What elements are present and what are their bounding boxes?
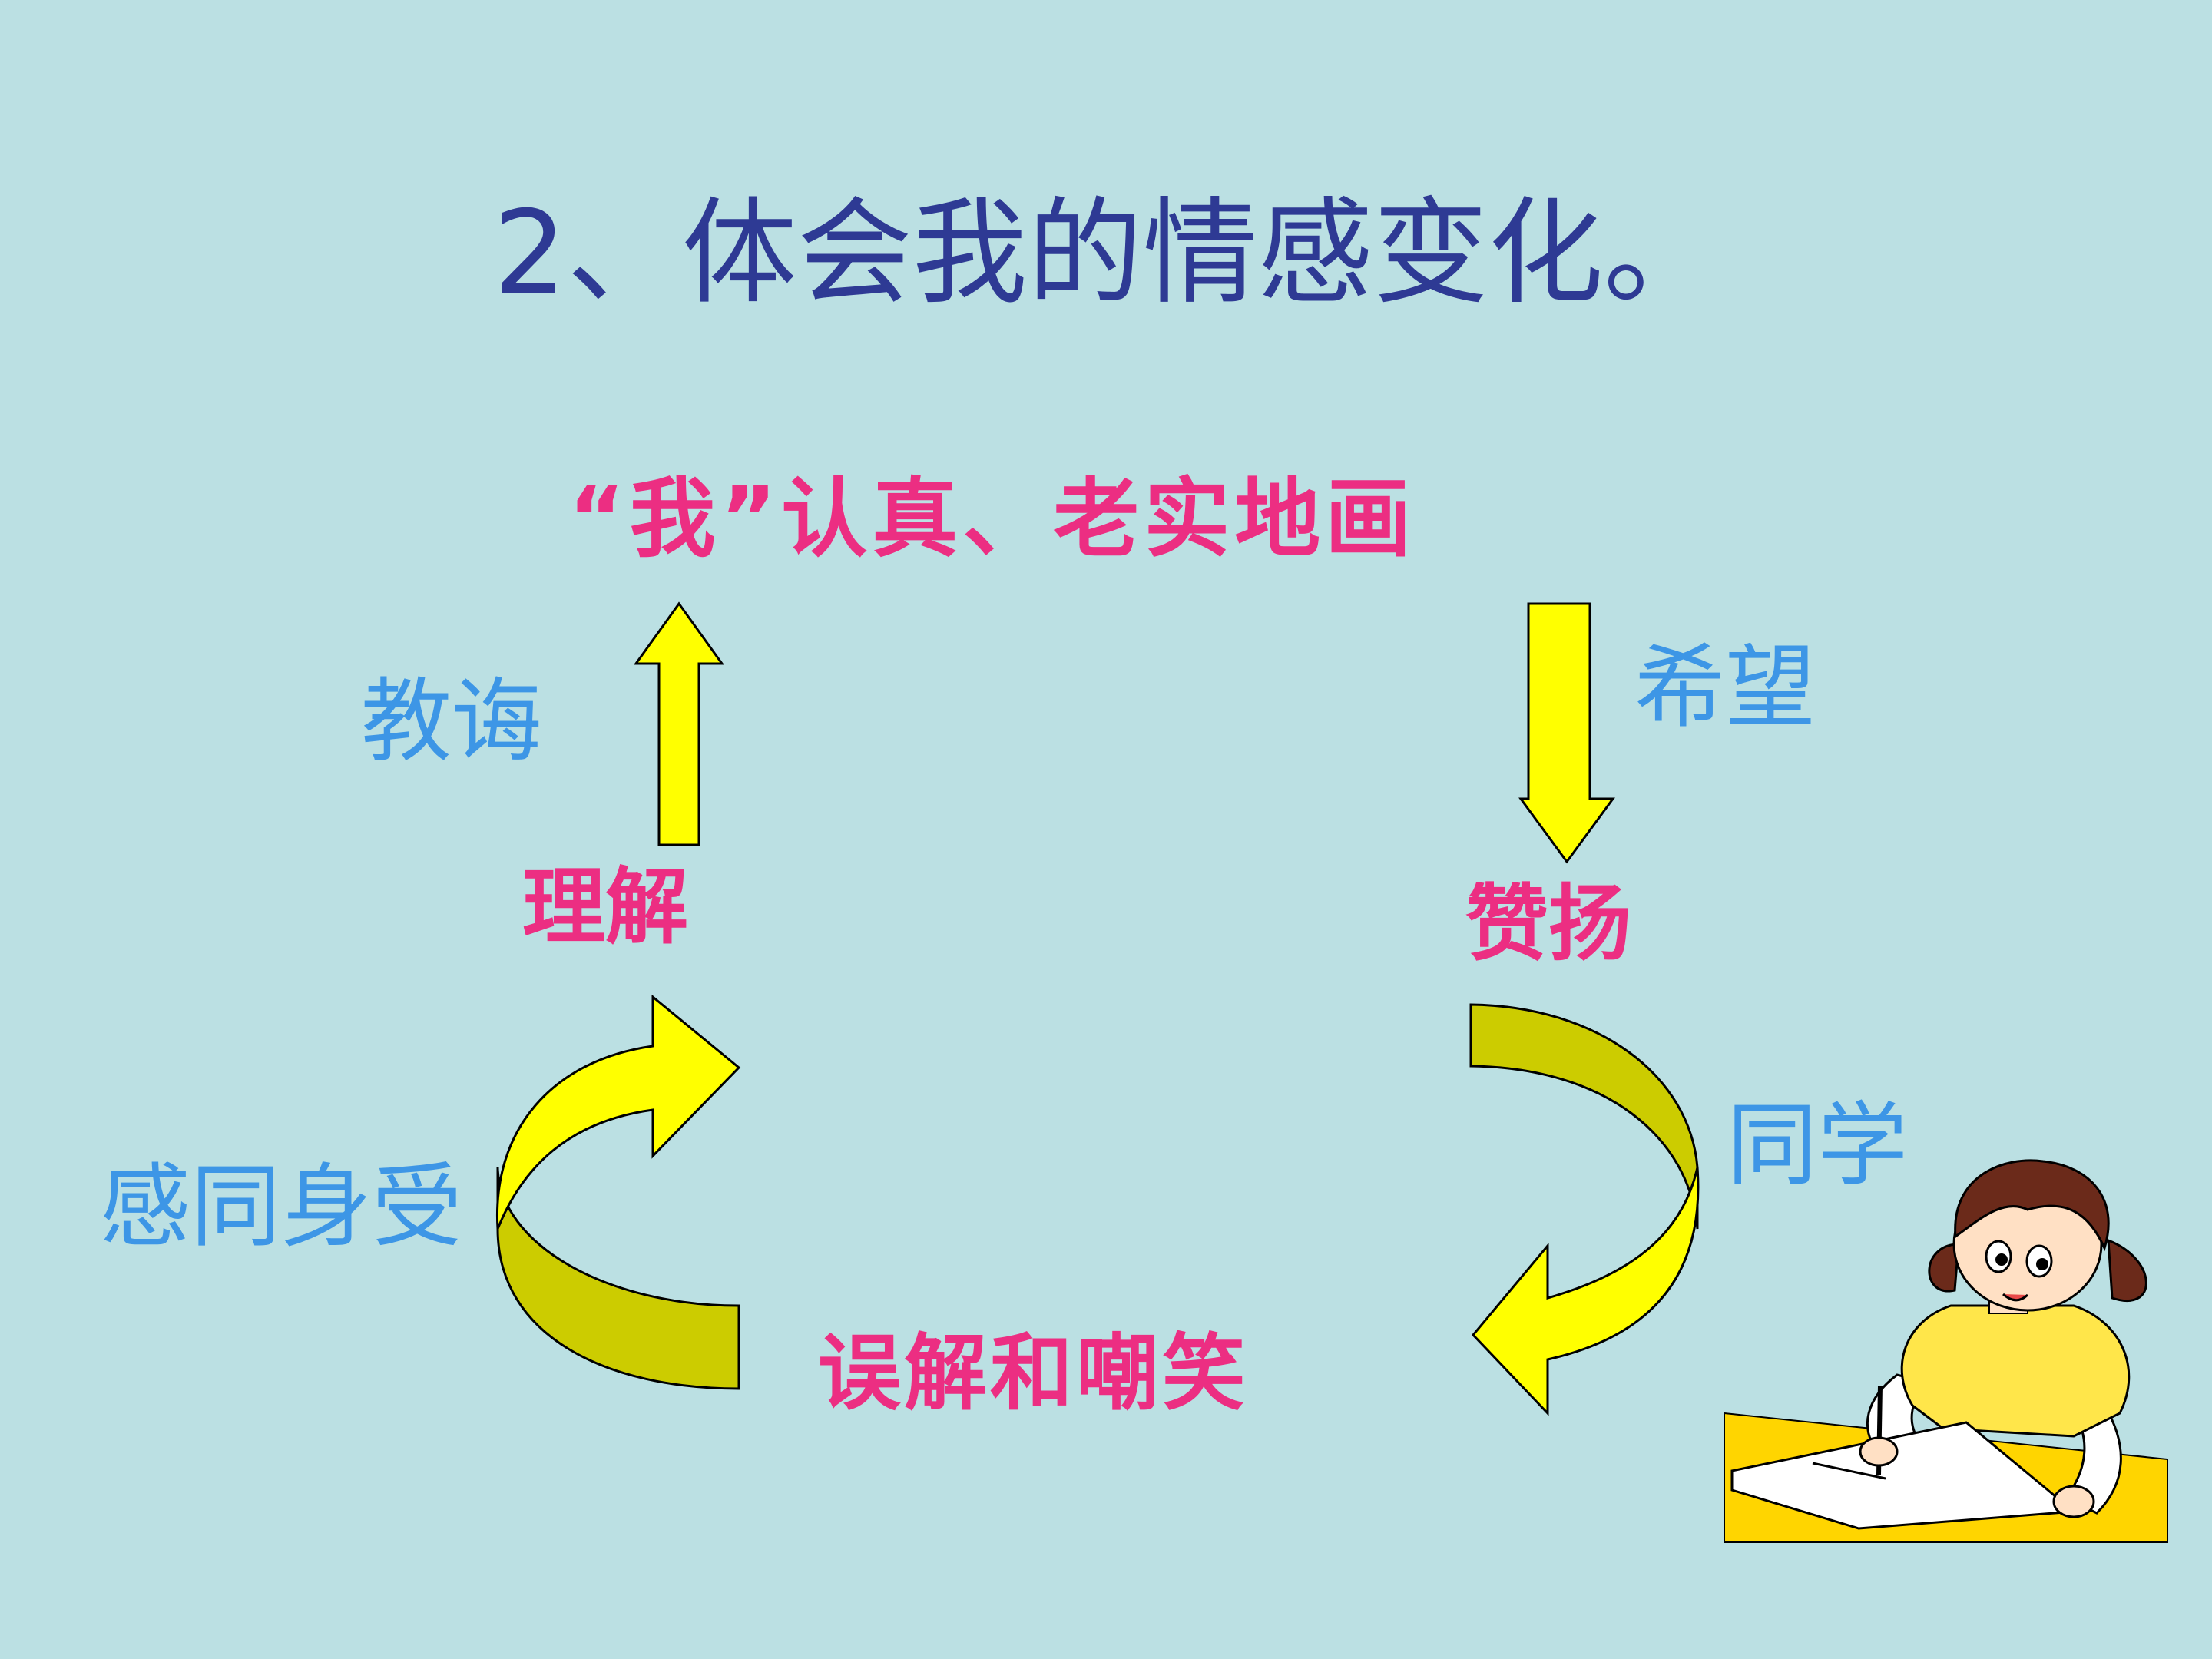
node-left: 理解 xyxy=(522,859,689,955)
label-teaching: 教诲 xyxy=(361,668,543,774)
node-bottom: 误解和嘲笑 xyxy=(818,1326,1249,1422)
arrow-curved-left-back xyxy=(496,1167,740,1390)
arrow-up xyxy=(634,601,724,846)
girl-drawing-icon xyxy=(1724,1159,2168,1543)
label-empathy: 感同身受 xyxy=(100,1154,463,1260)
page-title: 2、体会我的情感变化。 xyxy=(493,187,1719,320)
arrow-curved-right-back xyxy=(1469,1003,1699,1230)
label-classmates: 同学 xyxy=(1727,1092,1909,1198)
label-hope: 希望 xyxy=(1634,634,1816,740)
arrow-down xyxy=(1518,602,1615,864)
node-top: “我”认真、老实地画 xyxy=(568,469,1416,569)
arrow-curved-right-front xyxy=(1471,1167,1700,1416)
node-right: 赞扬 xyxy=(1465,876,1632,972)
arrow-curved-left-front xyxy=(495,994,741,1230)
